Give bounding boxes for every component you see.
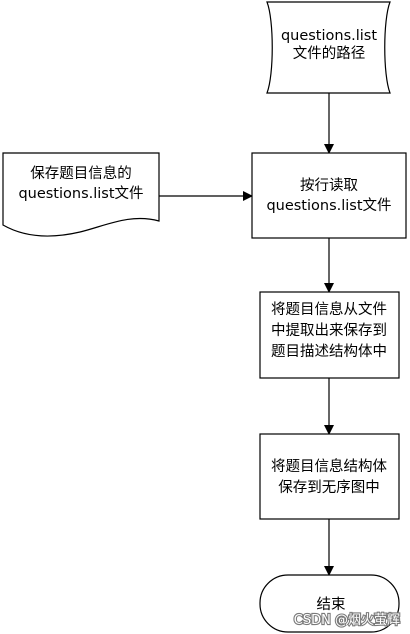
file-path-label-line-1: questions.list: [281, 28, 377, 44]
watermark-text: CSDN @烟火萤辉: [294, 613, 400, 628]
save-graph-label-line-1: 将题目信息结构体: [271, 458, 387, 475]
save-graph-label-line-2: 保存到无序图中: [278, 479, 380, 496]
extract-label-line-1: 将题目信息从文件: [271, 301, 387, 318]
node-extract: 将题目信息从文件 中提取出来保存到 题目描述结构体中: [259, 291, 400, 379]
read-file-label-line-1: 按行读取: [300, 177, 358, 194]
read-file-box: [251, 152, 407, 239]
node-read-file: 按行读取 questions.list文件: [251, 152, 407, 239]
read-file-label-line-2: questions.list文件: [266, 197, 391, 214]
node-end: 结束: [259, 574, 400, 633]
save-graph-box: [259, 433, 400, 520]
file-path-shape: [266, 1, 391, 94]
node-source-document: 保存题目信息的 questions.list文件: [2, 152, 160, 237]
extract-label-line-3: 题目描述结构体中: [271, 343, 387, 360]
node-save-graph: 将题目信息结构体 保存到无序图中: [259, 433, 400, 520]
end-terminator: [259, 574, 400, 633]
source-document-label-line-2: questions.list文件: [18, 185, 143, 202]
source-document-shape: [2, 152, 160, 237]
end-label: 结束: [317, 596, 346, 613]
source-document-label-line-1: 保存题目信息的: [30, 165, 132, 182]
node-file-path: questions.list 文件的路径: [266, 1, 391, 94]
extract-label-line-2: 中提取出来保存到: [271, 322, 387, 339]
file-path-label-line-2: 文件的路径: [293, 45, 366, 62]
